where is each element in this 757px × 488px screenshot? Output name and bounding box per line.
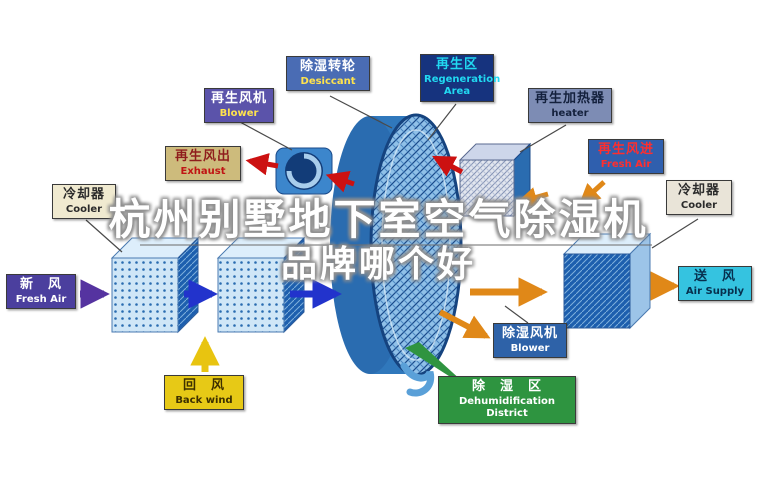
leader-lines — [85, 95, 699, 324]
label-air-supply-en: Air Supply — [685, 285, 745, 297]
label-regen-blower-zh: 再生风机 — [210, 91, 267, 106]
regeneration-fan — [275, 147, 333, 195]
label-regen-fresh-air-en: Fresh Air — [600, 158, 652, 170]
label-desiccant: 除湿转轮 Desiccant — [286, 56, 370, 92]
heat-exchanger-middle — [216, 236, 306, 334]
label-air-supply: 送 风 Air Supply — [678, 266, 752, 302]
overlay-title: 杭州别墅地下室空气除湿机 品牌哪个好 — [0, 196, 757, 285]
label-regen-blower: 再生风机 Blower — [204, 88, 274, 124]
label-regen-heater-zh: 再生加热器 — [534, 91, 605, 106]
label-back-wind-zh: 回 风 — [182, 378, 225, 393]
label-dehumid-blower-zh: 除湿风机 — [501, 326, 558, 341]
title-line-2: 品牌哪个好 — [280, 244, 476, 286]
title-line-1: 杭州别墅地下室空气除湿机 — [108, 195, 649, 244]
label-exhaust: 再生风出 Exhaust — [165, 146, 241, 182]
heat-exchanger-right — [562, 232, 652, 330]
label-exhaust-zh: 再生风出 — [174, 149, 231, 164]
label-dehumid-district: 除 湿 区 Dehumidification District — [438, 376, 576, 425]
flow-arrows — [80, 153, 680, 372]
label-dehumid-district-zh: 除 湿 区 — [471, 379, 542, 394]
label-regeneration-area-zh: 再生区 — [435, 57, 478, 72]
label-fresh-air: 新 风 Fresh Air — [6, 274, 76, 310]
regeneration-heater-unit — [458, 142, 532, 218]
label-cooler-left-en: Cooler — [65, 203, 103, 215]
label-cooler-left: 冷却器 Cooler — [52, 184, 116, 220]
label-fresh-air-zh: 新 风 — [19, 277, 62, 292]
label-air-supply-zh: 送 风 — [693, 269, 736, 284]
label-desiccant-zh: 除湿转轮 — [299, 59, 356, 74]
label-dehumid-district-en: Dehumidification District — [458, 395, 556, 420]
label-dehumid-blower-en: Blower — [510, 342, 550, 354]
label-cooler-right-en: Cooler — [680, 199, 718, 211]
label-regen-heater-en: heater — [551, 107, 589, 119]
label-dehumid-blower: 除湿风机 Blower — [493, 323, 567, 359]
label-regeneration-area: 再生区 Regeneration Area — [420, 54, 501, 103]
label-desiccant-en: Desiccant — [300, 75, 356, 87]
label-back-wind-en: Back wind — [175, 394, 233, 406]
label-regen-fresh-air: 再生风进 Fresh Air — [588, 139, 664, 175]
label-regen-fresh-air-zh: 再生风进 — [597, 142, 654, 157]
label-regeneration-area-en: Regeneration Area — [424, 73, 501, 98]
label-cooler-right: 冷却器 Cooler — [666, 180, 732, 216]
label-cooler-right-zh: 冷却器 — [677, 183, 720, 198]
label-regen-blower-en: Blower — [219, 107, 259, 119]
label-regen-heater: 再生加热器 heater — [528, 88, 612, 124]
label-exhaust-en: Exhaust — [180, 165, 226, 177]
label-fresh-air-en: Fresh Air — [15, 293, 67, 305]
label-back-wind: 回 风 Back wind — [164, 375, 244, 411]
wheel-seal-ribbon — [400, 362, 435, 397]
label-cooler-left-zh: 冷却器 — [62, 187, 105, 202]
